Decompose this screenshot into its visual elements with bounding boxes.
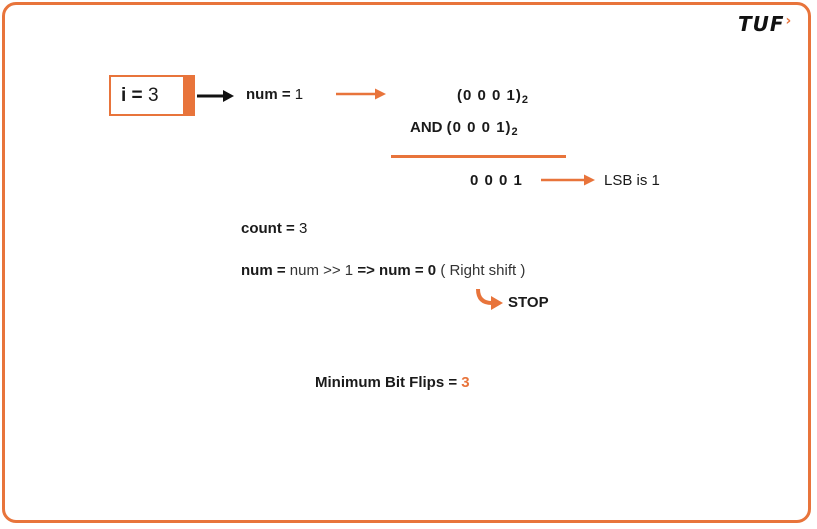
num-to-and-arrow-icon [336,88,386,100]
summary-label: Minimum Bit Flips = [315,374,458,391]
and-label: AND [410,119,443,136]
shift-expr: num >> 1 [289,262,354,279]
and-result: 0 0 0 1 [470,172,523,189]
iteration-box-tab [184,75,195,116]
operand-1-base: 2 [521,94,529,106]
stop-curved-arrow-icon [476,288,503,310]
tuf-logo: TUF› [738,12,792,36]
result-to-note-arrow-icon [541,174,595,186]
diagram-frame [2,2,811,523]
count-value: 3 [298,220,308,237]
num-label: num = [246,86,291,103]
summary-line: Minimum Bit Flips = 3 [315,374,470,391]
iteration-label-text: i = [121,85,143,106]
summary-value: 3 [461,374,470,391]
result-note: LSB is 1 [604,172,660,189]
shift-line: num = num >> 1 => num = 0 ( Right shift … [241,262,525,279]
num-value: 1 [294,86,304,103]
shift-label: num = [241,262,286,279]
iteration-label: i = 3 [121,85,159,107]
shift-arrow: => [357,262,375,279]
shift-result: num = 0 [379,262,437,279]
stop-label: STOP [508,294,549,311]
count-line: count = 3 [241,220,307,237]
sum-rule [391,155,566,158]
count-label: count = [241,220,295,237]
operand-2-bits: (0 0 0 1) [446,119,512,136]
logo-chevron-icon: › [785,13,793,29]
logo-text: TUF [738,12,785,36]
black-arrow-icon [197,90,234,102]
and-operand-1: (0 0 0 1)2 [457,87,529,106]
iteration-value: 3 [147,85,159,106]
operand-1-bits: (0 0 0 1) [457,87,522,104]
and-operand-2: AND (0 0 0 1)2 [410,119,518,138]
shift-note: ( Right shift ) [440,262,526,279]
num-line: num = 1 [246,86,303,103]
operand-2-base: 2 [511,126,518,138]
